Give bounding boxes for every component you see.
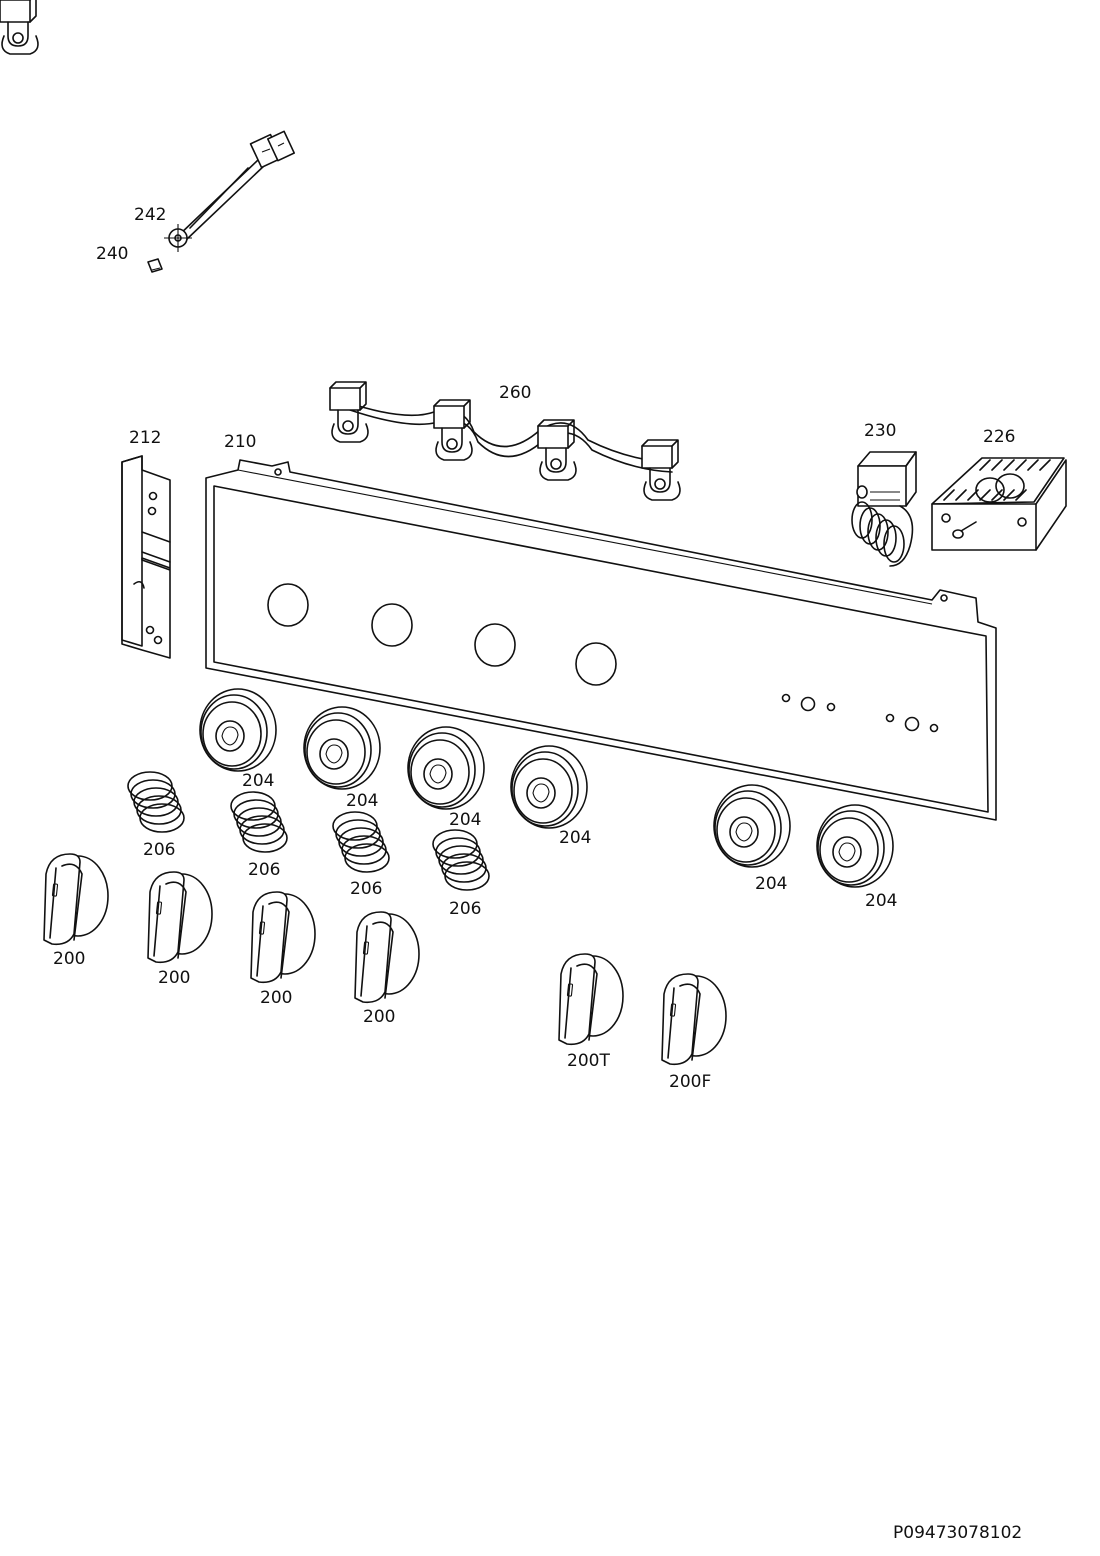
side-bracket-drawing bbox=[121, 455, 171, 659]
label-212: 212 bbox=[129, 428, 161, 448]
spring-drawing bbox=[332, 811, 390, 873]
label-204: 204 bbox=[755, 874, 787, 894]
label-200T: 200T bbox=[567, 1051, 610, 1071]
bezel-drawing bbox=[510, 745, 588, 829]
label-200: 200 bbox=[158, 968, 190, 988]
bezel-drawing bbox=[407, 726, 485, 810]
label-200: 200 bbox=[363, 1007, 395, 1027]
label-204: 204 bbox=[346, 791, 378, 811]
label-204: 204 bbox=[242, 771, 274, 791]
label-226: 226 bbox=[983, 427, 1015, 447]
knob-drawing bbox=[43, 853, 109, 946]
label-200: 200 bbox=[53, 949, 85, 969]
drawing-code: P09473078102 bbox=[893, 1523, 1022, 1543]
bezel-drawing bbox=[199, 688, 277, 772]
label-206: 206 bbox=[449, 899, 481, 919]
knob-drawing bbox=[354, 911, 420, 1004]
label-260: 260 bbox=[499, 383, 531, 403]
spring-drawing bbox=[127, 771, 185, 833]
label-206: 206 bbox=[143, 840, 175, 860]
label-240: 240 bbox=[96, 244, 128, 264]
bezel-drawing bbox=[303, 706, 381, 790]
label-200: 200 bbox=[260, 988, 292, 1008]
knob-drawing bbox=[661, 973, 727, 1066]
label-204: 204 bbox=[449, 810, 481, 830]
label-204: 204 bbox=[559, 828, 591, 848]
knob-drawing bbox=[558, 953, 624, 1046]
label-200F: 200F bbox=[669, 1072, 711, 1092]
label-206: 206 bbox=[248, 860, 280, 880]
label-242: 242 bbox=[134, 205, 166, 225]
selector-switch-drawing bbox=[931, 457, 1067, 551]
clip-small-drawing bbox=[147, 258, 163, 273]
spring-drawing bbox=[432, 829, 490, 891]
label-210: 210 bbox=[224, 432, 256, 452]
knob-drawing bbox=[147, 871, 213, 964]
bezel-drawing bbox=[816, 804, 894, 888]
control-panel-drawing bbox=[205, 459, 997, 821]
label-230: 230 bbox=[864, 421, 896, 441]
wire-thermocouple-drawing bbox=[164, 130, 296, 252]
label-206: 206 bbox=[350, 879, 382, 899]
bezel-drawing bbox=[713, 784, 791, 868]
knob-drawing bbox=[250, 891, 316, 984]
ignition-harness-drawing bbox=[0, 0, 681, 501]
thermostat-drawing bbox=[851, 451, 917, 567]
label-204: 204 bbox=[865, 891, 897, 911]
spring-drawing bbox=[230, 791, 288, 853]
